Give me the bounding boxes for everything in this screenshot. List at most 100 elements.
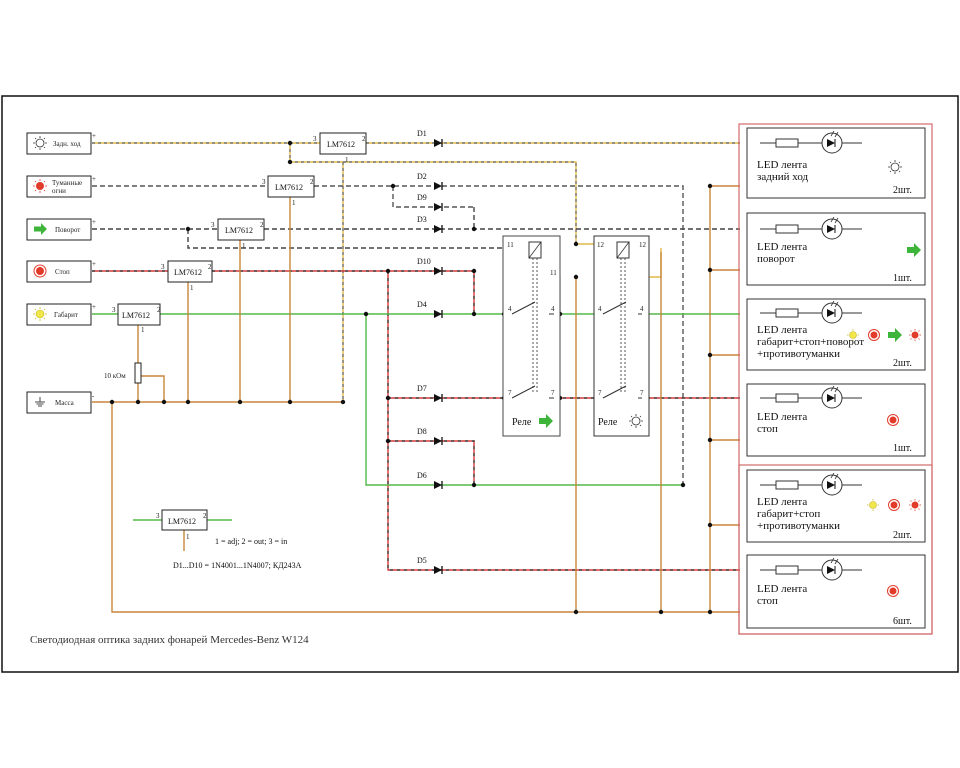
turn-arrow-icon	[34, 223, 47, 235]
diode-d7: D7	[417, 384, 443, 403]
pin-number: 4	[508, 305, 512, 313]
input-reverse: Задн. ход +	[26, 132, 96, 155]
fog-lamp-icon	[33, 179, 47, 193]
output-count: 1шт.	[893, 273, 912, 284]
regulator-parking: LM7612 3 2 1	[112, 303, 161, 334]
pin-number: 2	[157, 306, 161, 314]
regulator-turn: LM7612 3 2 1	[211, 218, 265, 250]
diode-label: D2	[417, 172, 427, 181]
plus-sign: +	[92, 132, 96, 140]
diode-d8: D8	[417, 427, 443, 446]
parking-lamp-icon	[33, 307, 47, 321]
diagram-title: Светодиодная оптика задних фонарей Merce…	[30, 634, 309, 646]
pin-number: 4	[598, 305, 602, 313]
resistor-label: 10 кОм	[104, 372, 126, 380]
turn-arrow-icon	[907, 243, 921, 257]
pin-number: 3	[112, 306, 116, 314]
relay-label: Реле	[512, 417, 532, 428]
parking-lamp-icon	[847, 329, 859, 341]
minus-sign: -	[92, 392, 95, 400]
input-label: Стоп	[55, 268, 70, 276]
regulator-label: LM7612	[174, 268, 202, 277]
pin-number: 1	[292, 199, 296, 207]
pin-number: 1	[242, 242, 246, 250]
pin-number: 7	[551, 389, 555, 397]
pin-number: 11	[550, 269, 557, 277]
legend-pins-note: 1 = adj; 2 = out; 3 = in	[215, 537, 287, 546]
led-icon	[821, 216, 862, 240]
led-icon	[821, 557, 862, 581]
diode-label: D5	[417, 556, 427, 565]
diode-label: D8	[417, 427, 427, 436]
diode-d3: D3	[417, 215, 443, 234]
regulator-fog: LM7612 3 2 1	[262, 175, 315, 207]
pin-number: 12	[597, 241, 605, 249]
diode-d1: D1	[417, 129, 443, 148]
output-count: 6шт.	[893, 616, 912, 627]
regulator-label: LM7612	[225, 226, 253, 235]
fog-lamp-icon	[909, 499, 921, 511]
input-stop: Стоп +	[26, 260, 96, 283]
led-icon	[821, 300, 862, 324]
legend-regulator	[161, 509, 208, 531]
output-count: 2шт.	[893, 530, 912, 541]
diode-label: D3	[417, 215, 427, 224]
led-icon	[821, 472, 862, 496]
resistor: 10 кОм	[104, 362, 142, 384]
pin-number: 2	[310, 178, 314, 186]
stop-lamp-icon	[888, 499, 900, 511]
diode-d10: D10	[417, 257, 443, 276]
reverse-lamp-icon	[629, 414, 643, 428]
pin-number: 7	[598, 389, 602, 397]
output-count: 2шт.	[893, 358, 912, 369]
reverse-lamp-icon	[888, 160, 902, 174]
pin-number: 2	[208, 263, 212, 271]
led-icon	[821, 385, 862, 409]
regulator-stop: LM7612 3 2 1	[161, 260, 213, 292]
relay-reverse: 12 12 4 4 7 7 Реле	[593, 235, 650, 437]
parking-lamp-icon	[867, 499, 879, 511]
diode-label: D6	[417, 471, 427, 480]
pin-number: 3	[161, 263, 165, 271]
diode-label: D1	[417, 129, 427, 138]
turn-wire	[92, 207, 740, 249]
diode-d5: D5	[417, 556, 443, 575]
pin-number: 1	[190, 284, 194, 292]
diode-label: D4	[417, 300, 427, 309]
plus-sign: +	[92, 218, 96, 226]
pin-number: 3	[156, 512, 160, 520]
fog-lamp-icon	[909, 329, 921, 341]
input-parking: Габарит +	[26, 303, 96, 326]
input-label: Задн. ход	[53, 140, 81, 148]
pin-number: 7	[508, 389, 512, 397]
input-label: Поворот	[55, 226, 80, 234]
plus-sign: +	[92, 260, 96, 268]
plus-sign: +	[92, 175, 96, 183]
pin-number: 7	[640, 389, 644, 397]
pin-number: 2	[362, 135, 366, 143]
stop-lamp-icon	[887, 585, 899, 597]
legend-diodes-note: D1...D10 = 1N4001...1N4007; КД243А	[173, 561, 302, 570]
pin-number: 3	[313, 135, 317, 143]
output-count: 2шт.	[893, 185, 912, 196]
reverse-lamp-icon	[33, 136, 47, 150]
diode-label: D9	[417, 193, 427, 202]
led-icon	[821, 130, 862, 154]
legend: LM7612 3 2 1 1 = adj; 2 = out; 3 = in D1…	[133, 509, 302, 570]
pin-number: 12	[639, 241, 647, 249]
relay-label: Реле	[598, 417, 618, 428]
stop-lamp-icon	[868, 329, 880, 341]
diode-d2: D2	[417, 172, 443, 191]
